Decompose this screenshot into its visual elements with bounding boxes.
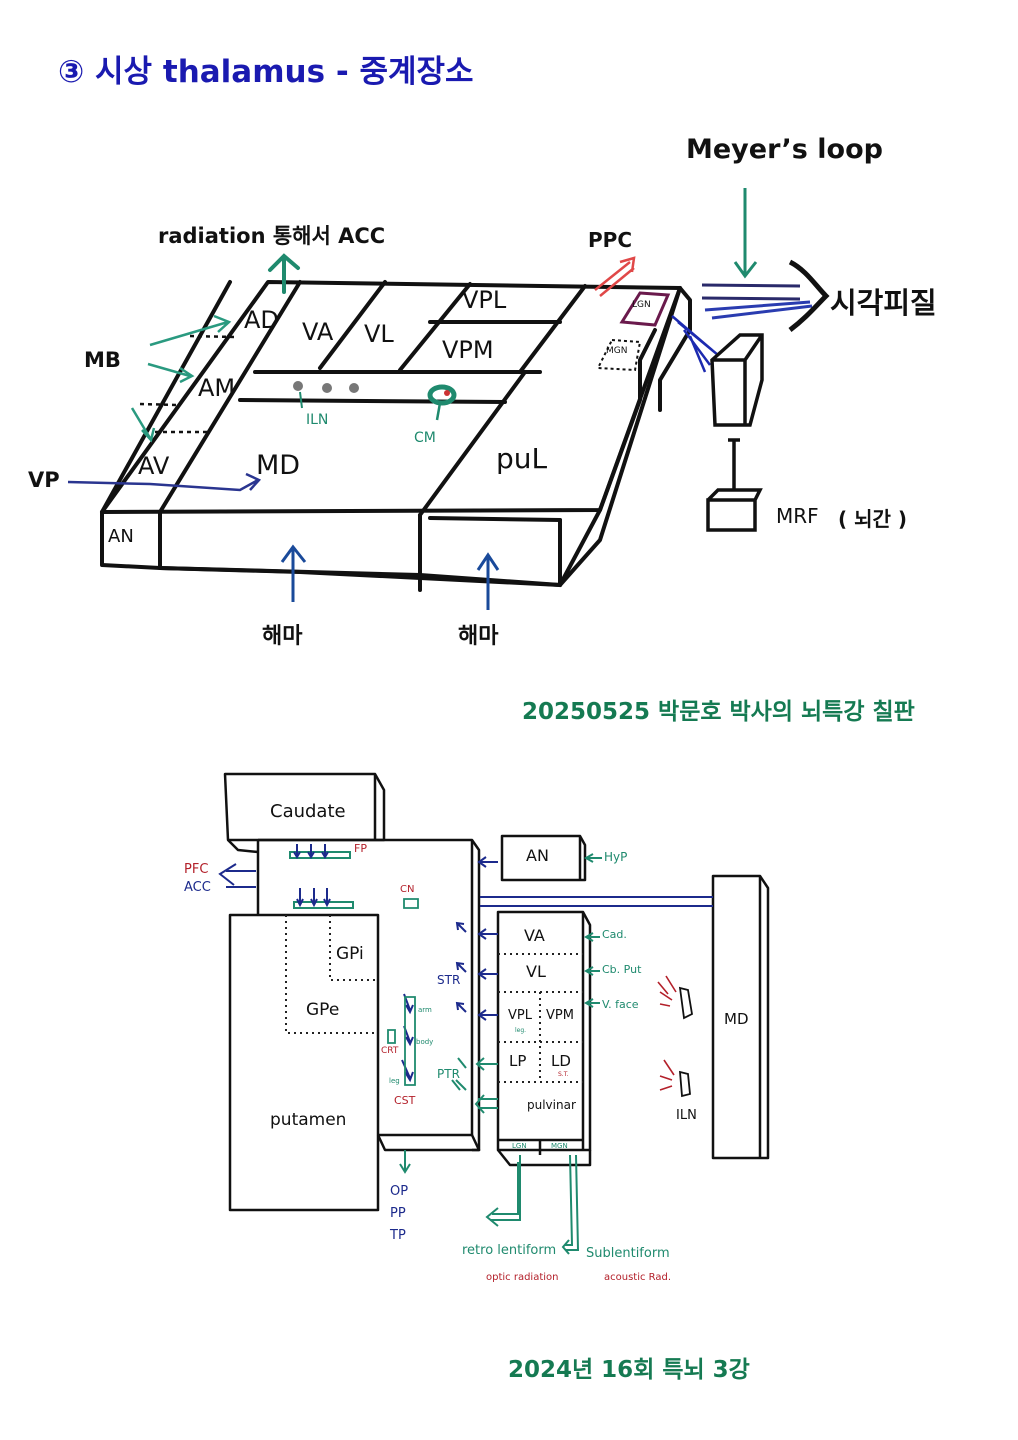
nucleus-vpm: VPM	[442, 336, 494, 364]
ld-label: LD	[551, 1052, 571, 1070]
vl-label: VL	[526, 962, 546, 981]
nucleus-mgn: MGN	[606, 346, 628, 356]
brainstem-label: ( 뇌간 )	[838, 507, 908, 531]
hippocampus-arrow-2	[476, 552, 500, 610]
nucleus-ad: AD	[244, 306, 279, 334]
hippocampus-label-1: 해마	[262, 624, 303, 649]
mgn-box	[596, 338, 642, 372]
nucleus-va: VA	[302, 318, 334, 346]
ld-st-label: S.T.	[558, 1071, 569, 1078]
radiation-arrow	[268, 253, 300, 294]
leg-label: leg	[389, 1077, 400, 1085]
nucleus-lgn: LGN	[632, 300, 651, 310]
nucleus-am: AM	[198, 374, 236, 402]
visual-cortex-label: 시각피질	[830, 286, 937, 320]
nucleus-vl: VL	[364, 320, 394, 348]
nucleus-cm: CM	[414, 430, 436, 446]
mb-arrow-ad	[149, 314, 232, 347]
iln-dot	[293, 381, 303, 391]
nucleus-iln: ILN	[306, 412, 329, 428]
crt-box	[387, 1029, 396, 1044]
iln-dot	[349, 383, 359, 393]
iln-block-upper	[678, 986, 693, 1020]
lgn-label: LGN	[512, 1142, 527, 1150]
internal-capsule-box	[258, 838, 481, 1152]
nucleus-pul: puL	[496, 442, 548, 475]
fp-label: FP	[354, 842, 367, 855]
hyp-label: HyP	[604, 850, 628, 864]
acc-label: ACC	[184, 880, 211, 895]
ppc-label: PPC	[588, 228, 632, 252]
body-label: body	[416, 1038, 434, 1046]
hippocampus-label-2: 해마	[458, 624, 499, 649]
fp-bar	[289, 851, 351, 859]
iln-block-lower	[678, 1070, 691, 1098]
sublentiform-label: Sublentiform	[586, 1246, 670, 1261]
cm-ring	[427, 384, 457, 406]
vp-arrow	[67, 472, 262, 492]
retro-lentiform-label: retro lentiform	[462, 1243, 557, 1258]
radiation-label: radiation 통해서 ACC	[158, 224, 386, 248]
lp-label: LP	[509, 1052, 527, 1070]
arm-label: arm	[418, 1006, 432, 1014]
nucleus-an: AN	[108, 526, 134, 547]
mgn-label: MGN	[551, 1142, 568, 1150]
md-label: MD	[724, 1010, 749, 1028]
cn-box	[403, 898, 419, 909]
brainstem-stem	[728, 438, 740, 490]
an-label: AN	[526, 846, 549, 865]
hippocampus-arrow-1	[280, 544, 307, 602]
op-label: OP	[390, 1184, 409, 1199]
vpm-label: VPM	[546, 1008, 574, 1023]
credit-diagram2: 2024년 16회 특뇌 3강	[508, 1357, 750, 1383]
cst-label: CST	[394, 1094, 416, 1107]
thalamus-3d-diagram	[67, 188, 830, 610]
pfc-label: PFC	[184, 862, 209, 877]
thalamus-column	[496, 910, 592, 1152]
vpl-label: VPL	[508, 1008, 532, 1023]
tp-label: TP	[390, 1228, 406, 1243]
iln-dot	[322, 383, 332, 393]
meyers-loop-arrow	[733, 188, 758, 279]
acoustic-rad-label: acoustic Rad.	[604, 1272, 672, 1283]
bracket	[788, 259, 830, 332]
fp-bar-lower	[293, 901, 354, 909]
nucleus-vpl: VPL	[462, 286, 507, 314]
cb-put-label: Cb. Put	[602, 963, 642, 976]
ppc-arrow	[594, 256, 636, 297]
page-title: ③ 시상 thalamus - 중계장소	[58, 54, 474, 90]
optic-radiation-label: optic radiation	[486, 1272, 559, 1283]
cst-bar	[404, 996, 416, 1086]
vpl-leg-label: leg.	[515, 1027, 527, 1034]
va-label: VA	[524, 926, 545, 945]
caudate-label: Caudate	[270, 801, 346, 822]
pulvinar-label: pulvinar	[527, 1098, 576, 1112]
gpe-label: GPe	[306, 1000, 340, 1020]
nucleus-av: AV	[138, 452, 170, 480]
mb-label: MB	[84, 348, 121, 372]
pp-label: PP	[390, 1206, 406, 1221]
putamen-label: putamen	[270, 1110, 347, 1130]
cn-label: CN	[400, 884, 415, 895]
lgn-box	[619, 291, 671, 327]
iln-label: ILN	[676, 1108, 697, 1123]
gpi-label: GPi	[336, 944, 364, 964]
ptr-label: PTR	[437, 1067, 460, 1081]
meyers-loop-label: Meyer’s loop	[686, 134, 883, 165]
thalamus-top-outline	[100, 280, 682, 514]
vp-label: VP	[28, 468, 60, 492]
cad-label: Cad.	[602, 928, 627, 941]
credit-diagram1: 20250525 박문호 박사의 뇌특강 칠판	[522, 699, 915, 725]
nucleus-mrf: MRF	[776, 504, 819, 528]
mrf-box	[706, 488, 763, 532]
crt-label: CRT	[381, 1046, 399, 1056]
mb-arrow-av	[130, 407, 156, 443]
str-label: STR	[437, 973, 461, 987]
mb-arrow-am	[147, 362, 195, 384]
v-face-label: V. face	[602, 998, 639, 1011]
nucleus-md: MD	[256, 450, 301, 481]
brainstem-upper-box	[710, 333, 764, 427]
